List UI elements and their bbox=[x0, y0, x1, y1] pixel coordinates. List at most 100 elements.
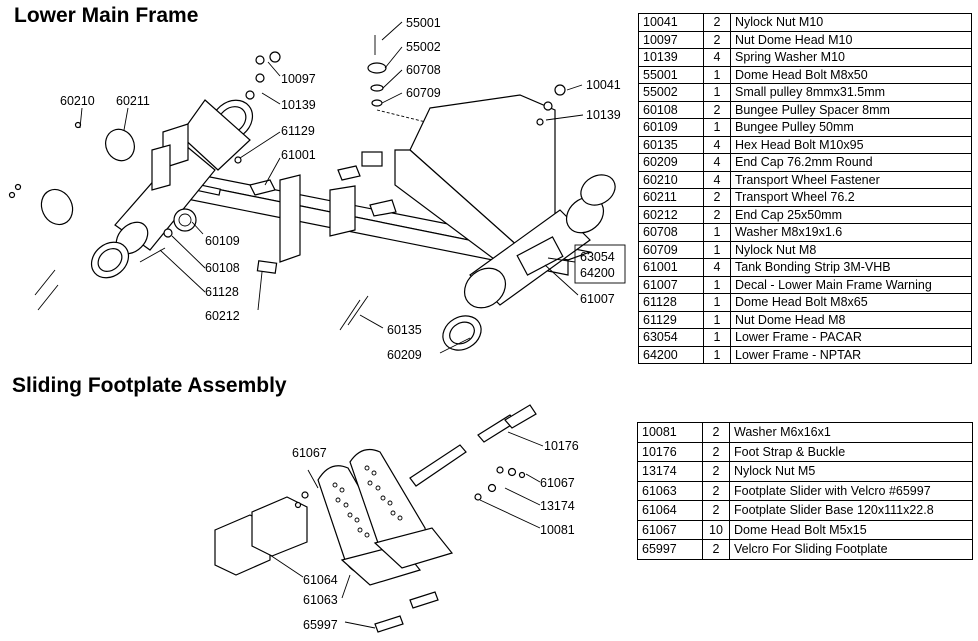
quantity-cell: 2 bbox=[703, 205, 731, 224]
quantity-cell: 1 bbox=[703, 240, 731, 259]
description-cell: Spring Washer M10 bbox=[730, 48, 972, 67]
part-number-cell: 63054 bbox=[638, 328, 704, 347]
quantity-cell: 4 bbox=[703, 48, 731, 67]
quantity-cell: 1 bbox=[703, 293, 731, 312]
cross-member bbox=[279, 174, 301, 263]
description-cell: Tank Bonding Strip 3M-VHB bbox=[730, 258, 972, 277]
description-cell: Dome Head Bolt M8x65 bbox=[730, 293, 972, 312]
description-cell: Bungee Pulley 50mm bbox=[730, 118, 972, 137]
callout-60108: 60108 bbox=[205, 261, 240, 275]
callout-60209: 60209 bbox=[387, 348, 422, 362]
washer-60708 bbox=[370, 84, 384, 92]
description-cell: Washer M8x19x1.6 bbox=[730, 223, 972, 242]
description-cell: Nylock Nut M5 bbox=[729, 461, 973, 482]
description-cell: Dome Head Bolt M8x50 bbox=[730, 65, 972, 84]
part-number-cell: 60708 bbox=[638, 223, 704, 242]
lower-main-frame-title: Lower Main Frame bbox=[14, 4, 199, 27]
callouts-1: 55001 55002 60708 60709 10097 10139 1004… bbox=[60, 16, 621, 362]
footplate-right bbox=[349, 449, 454, 569]
description-cell: Footplate Slider Base 120x111x22.8 bbox=[729, 500, 973, 521]
part-number-cell: 61007 bbox=[638, 275, 704, 294]
callout-10081: 10081 bbox=[540, 523, 575, 537]
bungee-pulley bbox=[173, 208, 197, 232]
quantity-cell: 1 bbox=[703, 310, 731, 329]
end-cap-60212 bbox=[256, 260, 278, 274]
callout-61001: 61001 bbox=[281, 148, 316, 162]
transport-wheel-2 bbox=[40, 188, 74, 226]
description-cell: Dome Head Bolt M5x15 bbox=[729, 519, 973, 540]
part-number-cell: 61064 bbox=[637, 500, 703, 521]
callouts-2: 61067 10176 61067 13174 10081 61064 6106… bbox=[292, 439, 579, 632]
callout-61067-right: 61067 bbox=[540, 476, 575, 490]
part-number-cell: 60709 bbox=[638, 240, 704, 259]
part-number-cell: 60135 bbox=[638, 135, 704, 154]
footplate-drawing bbox=[214, 404, 537, 633]
description-cell: Nut Dome Head M10 bbox=[730, 30, 972, 49]
slider-base-2 bbox=[251, 496, 308, 557]
quantity-cell: 4 bbox=[703, 153, 731, 172]
quantity-cell: 4 bbox=[703, 258, 731, 277]
description-cell: Decal - Lower Main Frame Warning bbox=[730, 275, 972, 294]
quantity-cell: 2 bbox=[703, 30, 731, 49]
description-cell: End Cap 25x50mm bbox=[730, 205, 972, 224]
quantity-cell: 1 bbox=[703, 345, 731, 364]
description-cell: Footplate Slider with Velcro #65997 bbox=[729, 480, 973, 501]
quantity-cell: 4 bbox=[703, 135, 731, 154]
quantity-cell: 10 bbox=[702, 519, 730, 540]
bonding-strip bbox=[249, 179, 276, 196]
description-cell: Washer M6x16x1 bbox=[729, 422, 973, 443]
bonding-strip-2 bbox=[337, 165, 361, 181]
callout-10097: 10097 bbox=[281, 72, 316, 86]
callout-60709: 60709 bbox=[406, 86, 441, 100]
quantity-cell: 2 bbox=[703, 13, 731, 32]
callout-55001: 55001 bbox=[406, 16, 441, 30]
lower-frame-drawing bbox=[8, 35, 616, 351]
cross-member-2 bbox=[329, 185, 356, 237]
part-number-cell: 60108 bbox=[638, 100, 704, 119]
leader-lines-1 bbox=[79, 21, 626, 354]
callout-10176: 10176 bbox=[544, 439, 579, 453]
right-end-cap bbox=[463, 267, 507, 309]
callout-60211: 60211 bbox=[116, 94, 150, 108]
velcro-strip-2 bbox=[374, 615, 404, 633]
leader-lines-2 bbox=[269, 431, 544, 629]
part-number-cell: 61063 bbox=[637, 480, 703, 501]
bonding-strip-3 bbox=[369, 199, 397, 217]
callout-63054: 63054 bbox=[580, 250, 615, 264]
part-number-cell: 10041 bbox=[638, 13, 704, 32]
description-cell: Transport Wheel 76.2 bbox=[730, 188, 972, 207]
quantity-cell: 1 bbox=[703, 118, 731, 137]
callout-13174: 13174 bbox=[540, 499, 575, 513]
callout-60135: 60135 bbox=[387, 323, 422, 337]
callout-10041: 10041 bbox=[586, 78, 621, 92]
callout-61128: 61128 bbox=[205, 285, 239, 299]
description-cell: Nylock Nut M8 bbox=[730, 240, 972, 259]
foot-strap bbox=[409, 404, 537, 487]
quantity-cell: 2 bbox=[702, 480, 730, 501]
velcro-strip bbox=[409, 591, 439, 609]
quantity-cell: 2 bbox=[702, 500, 730, 521]
callout-61007: 61007 bbox=[580, 292, 615, 306]
pulley-spacer bbox=[163, 228, 173, 238]
part-number-cell: 61001 bbox=[638, 258, 704, 277]
right-wheel bbox=[580, 174, 616, 206]
quantity-cell: 1 bbox=[703, 328, 731, 347]
part-number-cell: 60109 bbox=[638, 118, 704, 137]
